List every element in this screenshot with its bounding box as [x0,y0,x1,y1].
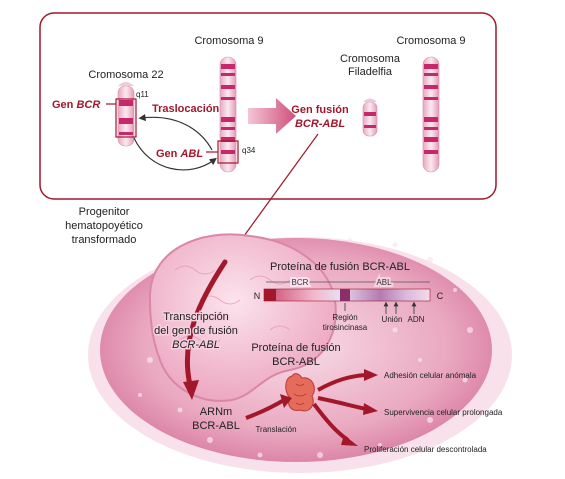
fusion-gene-label-line2: BCR-ABL [295,118,345,130]
n-terminal-label: N [254,291,261,301]
chromosome-9-right-label: Cromosoma 9 [396,35,465,47]
progenitor-label-line2: hematopoyético [65,220,143,232]
tk-region-label-line1: Región [332,313,357,322]
q34-label: q34 [242,146,256,155]
transcription-label-line3: BCR-ABL [172,339,220,351]
transcription-arrowhead-icon [183,380,199,400]
translation-arrowhead-icon [280,394,292,408]
transcription-label-line2: del gen de fusión [154,325,238,337]
fusion-protein-blob-icon [285,373,315,412]
protein-bar-title: Proteína de fusión BCR-ABL [270,261,410,273]
philadelphia-label-line1: Cromosoma [340,53,401,65]
q11-label: q11 [136,90,149,99]
chromosome-9-right [422,56,440,173]
protein-label-line2: BCR-ABL [272,356,320,368]
gen-abl-label: Gen ABL [156,148,203,160]
effect-proliferation-arrowhead-icon [341,435,358,446]
gen-bcr-label: Gen BCR [52,99,100,111]
philadelphia-chromosome [362,98,378,137]
nucleus [148,233,337,402]
mrna-label-line2: BCR-ABL [192,420,240,432]
effect-survival-label: Supervivencia celular prolongada [384,408,503,417]
effect-adhesion-arrowhead-icon [364,369,378,381]
fusion-gene-label-line1: Gen fusión [291,104,349,116]
translation-arrow [245,398,286,420]
abl-bracket-label: ABL [376,278,392,287]
protein-junction-block [340,289,350,301]
protein-label-line1: Proteína de fusión [251,342,340,354]
effect-arrows [312,369,378,446]
swap-arrow-upper-icon [138,113,213,151]
chromosome-9-left [217,56,239,173]
tk-region-label-line2: tirosincinasa [323,323,368,332]
translation-label: Translación [255,425,296,434]
adn-label: ADN [408,315,425,324]
effect-adhesion-label: Adhesión celular anómala [384,371,477,380]
translocation-arrow-icon [248,98,296,134]
progenitor-label-line3: transformado [72,234,137,246]
chromosome-22-label: Cromosoma 22 [88,69,163,81]
chromosome-9-left-label: Cromosoma 9 [194,35,263,47]
bcr-bracket-label: BCR [292,278,309,287]
protein-n-block [264,289,276,301]
translocation-label: Traslocación [152,103,220,115]
effect-survival-arrowhead-icon [363,403,378,415]
top-panel-frame [39,12,497,200]
mrna-label-line1: ARNm [200,406,232,418]
philadelphia-label-line2: Filadelfia [348,66,393,78]
effect-proliferation-label: Proliferación celular descontrolada [364,445,487,454]
transcription-label-line1: Transcripción [163,311,229,323]
c-terminal-label: C [437,291,444,301]
transcription-arrow [184,259,228,388]
chromosome-22 [115,82,137,147]
progenitor-label-line1: Progenitor [79,206,130,218]
swap-arrow-lower-icon [133,137,217,171]
union-label: Unión [382,315,403,324]
